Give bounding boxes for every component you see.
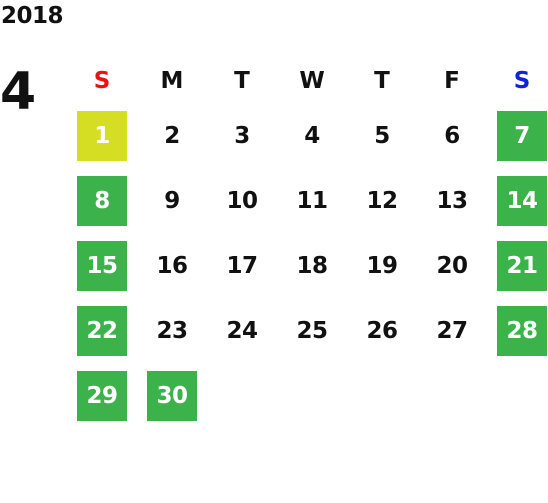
calendar-cell: 7 [487,103,548,168]
calendar-cell: 28 [487,298,548,363]
calendar-cell: 11 [277,168,347,233]
weekday-header: S [93,67,111,94]
calendar-cell: 30 [137,363,207,428]
calendar-cell [487,363,548,428]
calendar-cell: 27 [417,298,487,363]
calendar-cell: 15 [67,233,137,298]
calendar-cell: 21 [487,233,548,298]
calendar-cell: 24 [207,298,277,363]
calendar-cell: 9 [137,168,207,233]
weekday-header: F [444,67,460,94]
day-cell[interactable]: 6 [444,122,460,149]
calendar-cell: 20 [417,233,487,298]
day-cell[interactable]: 9 [164,187,180,214]
calendar-cell: 18 [277,233,347,298]
calendar-cell: 16 [137,233,207,298]
calendar-cell: 25 [277,298,347,363]
day-cell[interactable]: 17 [226,252,258,279]
day-cell[interactable]: 12 [366,187,398,214]
day-cell[interactable]: 26 [366,317,398,344]
day-cell[interactable]: 13 [436,187,468,214]
weekday-header: M [160,67,184,94]
calendar-cell [207,363,277,428]
day-cell[interactable]: 20 [436,252,468,279]
day-cell-holiday[interactable]: 28 [497,305,547,356]
day-cell[interactable]: 5 [374,122,390,149]
calendar-cell: 19 [347,233,417,298]
month-number: 4 [0,62,37,122]
weekday-header: S [513,67,531,94]
calendar-cell [347,363,417,428]
day-cell-holiday[interactable]: 29 [77,370,127,421]
calendar-cell: 2 [137,103,207,168]
day-cell[interactable]: 27 [436,317,468,344]
calendar-cell: 1 [67,103,137,168]
day-cell-today[interactable]: 1 [77,110,127,161]
day-cell[interactable]: 25 [296,317,328,344]
calendar-cell: 10 [207,168,277,233]
calendar-cell: 22 [67,298,137,363]
calendar-cell: 26 [347,298,417,363]
calendar-cell: 17 [207,233,277,298]
day-cell[interactable]: 10 [226,187,258,214]
day-cell[interactable]: 2 [164,122,180,149]
day-cell[interactable]: 3 [234,122,250,149]
calendar-cell: 8 [67,168,137,233]
weekday-header: T [234,67,250,94]
day-cell[interactable]: 23 [156,317,188,344]
day-cell-holiday[interactable]: 15 [77,240,127,291]
day-cell-holiday[interactable]: 7 [497,110,547,161]
weekday-header: T [374,67,390,94]
calendar-cell: 4 [277,103,347,168]
day-cell[interactable]: 16 [156,252,188,279]
calendar-cell: 5 [347,103,417,168]
year-label: 2018 [1,3,64,29]
day-cell-holiday[interactable]: 21 [497,240,547,291]
calendar-cell: 29 [67,363,137,428]
calendar-cell: 12 [347,168,417,233]
day-cell[interactable]: 4 [304,122,320,149]
weekday-header: W [299,67,325,94]
day-cell-holiday[interactable]: 14 [497,175,547,226]
calendar-cell [277,363,347,428]
day-cell[interactable]: 18 [296,252,328,279]
day-cell-holiday[interactable]: 22 [77,305,127,356]
day-cell[interactable]: 19 [366,252,398,279]
calendar-cell: 6 [417,103,487,168]
calendar-cell: 14 [487,168,548,233]
calendar-cell: 3 [207,103,277,168]
day-cell[interactable]: 24 [226,317,258,344]
calendar-cell: 23 [137,298,207,363]
calendar-cell [417,363,487,428]
day-cell[interactable]: 11 [296,187,328,214]
calendar-cell: 13 [417,168,487,233]
day-cell-holiday[interactable]: 8 [77,175,127,226]
day-cell-holiday[interactable]: 30 [147,370,197,421]
